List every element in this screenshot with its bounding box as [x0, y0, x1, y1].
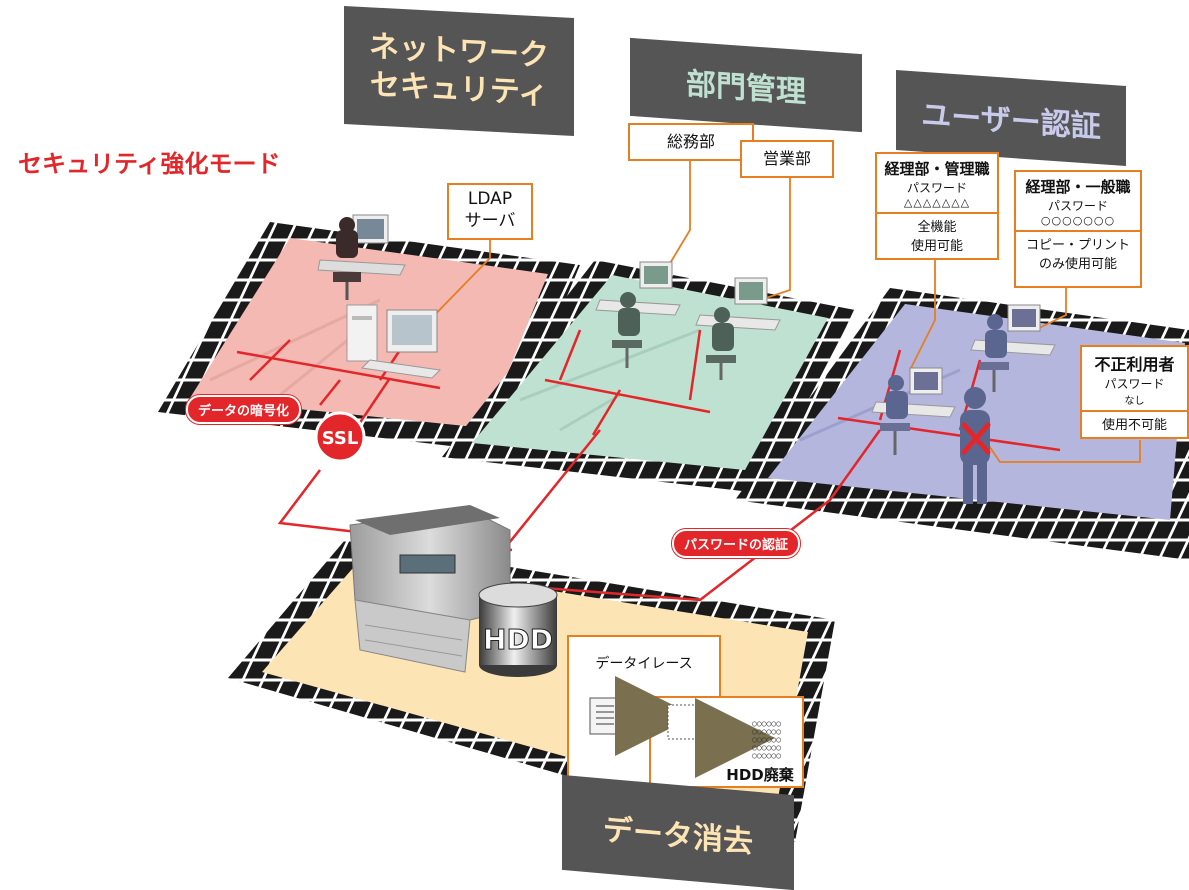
data-erase-panel: [567, 635, 804, 788]
user-workstation-2: [970, 304, 1056, 392]
hdd-icon: [478, 582, 558, 677]
user-name: 経理部・管理職: [884, 160, 990, 178]
data-encryption-label: データの暗号化: [186, 395, 302, 424]
ldap-server: [346, 304, 442, 379]
ldap-server-box: LDAP サーバ: [447, 183, 533, 240]
ssl-badge: [314, 411, 366, 463]
dept-management-header: 部門管理: [630, 37, 862, 133]
callout-leaders: [419, 158, 1141, 463]
dept-name: 総務部: [666, 132, 715, 151]
permission-line2: のみ使用可能: [1038, 257, 1117, 272]
dept-workstation-1: [595, 261, 681, 368]
data-erase-header-text: データ消去: [603, 811, 753, 861]
user-name: 不正利用者: [1094, 355, 1175, 374]
user-auth-header-text: ユーザー認証: [921, 97, 1101, 146]
ssl-label: SSL: [322, 428, 359, 449]
hdd-label: HDD: [483, 623, 553, 656]
password-value: なし: [1124, 396, 1145, 407]
erased-data-dots: ○○○○○○ ○○○○○○ ○○○○○○ ○○○○○○ ○○○○○○: [752, 719, 781, 760]
svg-text:○○○○○○: ○○○○○○: [752, 727, 781, 736]
encryption-text: データの暗号化: [198, 404, 290, 419]
erase-title: データイレース: [595, 655, 692, 672]
document-icon: [589, 697, 621, 735]
password-label: パスワード: [906, 181, 967, 195]
ldap-line2: サーバ: [464, 211, 516, 231]
user-name: 経理部・一般職: [1025, 178, 1131, 196]
svg-text:○○○○○○: ○○○○○○: [752, 719, 781, 728]
svg-text:○○○○○○: ○○○○○○: [752, 743, 781, 752]
permission-line1: コピー・プリント: [1025, 238, 1130, 253]
dept-name: 営業部: [762, 149, 811, 168]
user-card-manager: 経理部・管理職 パスワード △△△△△△△ 全機能 使用可能: [875, 152, 999, 260]
network-header-line2: セキュリティ: [369, 67, 549, 112]
network-security-header: ネットワーク セキュリティ: [344, 5, 574, 137]
document-lines: [596, 705, 614, 725]
dept-header-text: 部門管理: [686, 66, 806, 111]
ldap-workstation: [317, 214, 406, 300]
svg-text:○○○○○○: ○○○○○○: [752, 735, 781, 744]
password-value: △△△△△△△: [903, 196, 971, 209]
unauthorized-user-figure: [960, 387, 991, 504]
hdd-dispose-label: HDD廃棄: [726, 766, 794, 784]
password-value: ○○○○○○○: [1040, 214, 1116, 227]
password-auth-label: パスワードの認証: [672, 529, 801, 558]
dept-floor-markings: [519, 328, 701, 432]
dept-box-general-affairs: 総務部: [628, 123, 754, 161]
mode-title: セキュリティ強化モード: [18, 150, 281, 178]
permission-line: 使用不可能: [1082, 410, 1187, 433]
user-card-staff: 経理部・一般職 パスワード ○○○○○○○ コピー・プリント のみ使用可能: [1014, 170, 1142, 288]
dept-workstation-2: [695, 277, 781, 380]
user-workstation-1: [871, 367, 956, 455]
password-label: パスワード: [1047, 199, 1108, 213]
data-erase-header: データ消去: [562, 774, 794, 890]
permission-line2: 使用可能: [910, 239, 963, 254]
password-auth-text: パスワードの認証: [684, 538, 789, 553]
unauthorized-user-card: 不正利用者 パスワード なし 使用不可能: [1080, 345, 1189, 439]
password-label: パスワード: [1104, 377, 1165, 391]
denied-x-icon: [961, 422, 991, 455]
permission-line1: 全機能: [917, 220, 957, 235]
erased-document-icon: [667, 704, 697, 740]
svg-text:○○○○○○: ○○○○○○: [752, 751, 781, 760]
mfp-printer: [349, 505, 511, 673]
ldap-line1: LDAP: [467, 189, 513, 209]
dept-box-sales: 営業部: [740, 140, 834, 178]
